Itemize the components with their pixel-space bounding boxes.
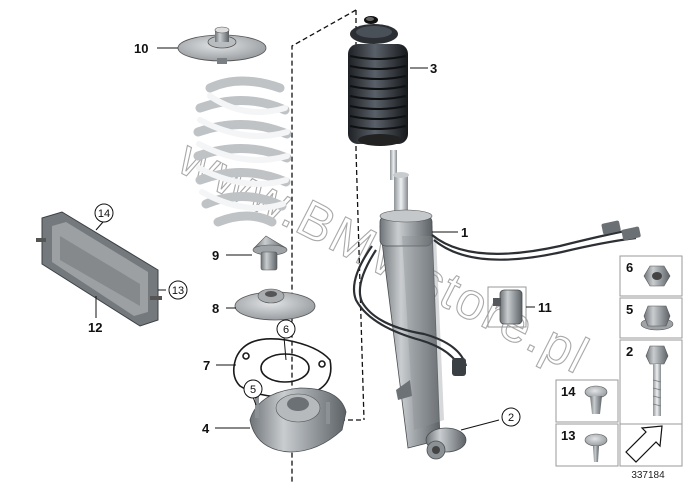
coil-spring bbox=[193, 76, 292, 227]
callout-3: 3 bbox=[430, 61, 437, 76]
panel-label-5: 5 bbox=[626, 302, 633, 317]
diagram-id: 337184 bbox=[631, 470, 665, 481]
callout-8: 8 bbox=[212, 301, 219, 316]
callout-10: 10 bbox=[134, 41, 148, 56]
cable-plug bbox=[452, 358, 466, 376]
callout-2-circled: 2 bbox=[508, 412, 514, 424]
callout-12: 12 bbox=[88, 320, 102, 335]
callout-1: 1 bbox=[461, 225, 468, 240]
panel-label-2: 2 bbox=[626, 344, 633, 359]
cable-connector-a bbox=[601, 220, 621, 235]
circled-callouts bbox=[94, 203, 521, 427]
cable-connector-b bbox=[621, 226, 641, 241]
sensor-cable bbox=[352, 228, 637, 373]
panel-label-13: 13 bbox=[561, 428, 575, 443]
callout-4: 4 bbox=[202, 421, 210, 436]
callout-14-circled: 14 bbox=[98, 208, 110, 220]
panel-label-14: 14 bbox=[561, 384, 576, 399]
assembly-outline-right bbox=[355, 10, 365, 421]
assembly-outline bbox=[291, 9, 357, 484]
spring-seat bbox=[234, 288, 316, 321]
callout-9: 9 bbox=[212, 248, 219, 263]
cable-clip bbox=[493, 289, 523, 325]
hardware-panel bbox=[555, 255, 683, 467]
hex-nut-6 bbox=[643, 265, 671, 287]
leader-lines bbox=[95, 47, 535, 431]
strut-mount bbox=[249, 387, 347, 453]
hex-bolt-2 bbox=[645, 345, 669, 416]
callout-6-circled: 6 bbox=[283, 324, 289, 336]
piston-rod-top bbox=[390, 150, 397, 180]
flange-nut-5 bbox=[640, 305, 674, 331]
panel-label-6: 6 bbox=[626, 260, 633, 275]
callout-11: 11 bbox=[538, 300, 552, 315]
bump-stop bbox=[252, 235, 288, 271]
top-mount-disc bbox=[177, 26, 267, 64]
expansion-rivet-14 bbox=[584, 385, 608, 414]
callout-7: 7 bbox=[203, 358, 210, 373]
callout-5-circled: 5 bbox=[250, 384, 256, 396]
callout-13-circled: 13 bbox=[172, 285, 184, 297]
protective-plate bbox=[36, 211, 162, 327]
screw-13 bbox=[584, 433, 608, 462]
dust-boot bbox=[348, 16, 408, 146]
arrow-icon bbox=[625, 425, 663, 463]
